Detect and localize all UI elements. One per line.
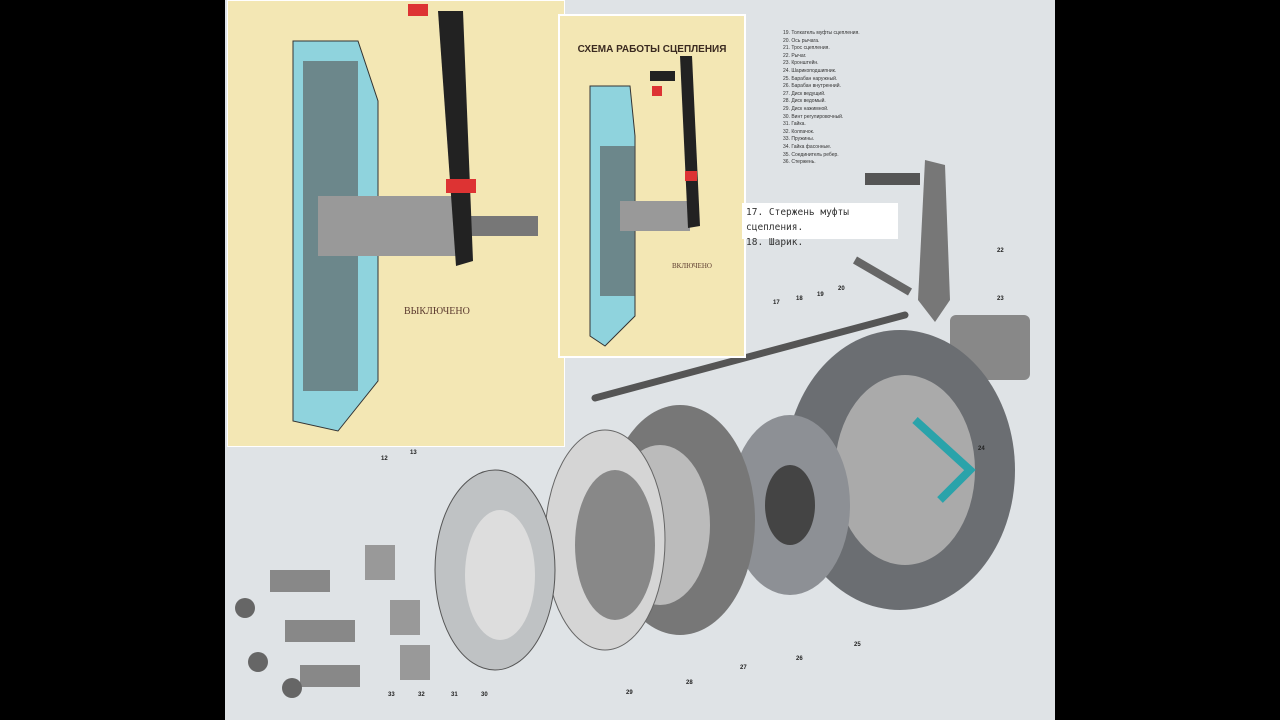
part-number: 29	[626, 690, 633, 696]
driven-disc	[544, 429, 666, 651]
legend-item: 28. Диск ведомый.	[783, 98, 826, 105]
parts-legend: 19. Толкатель муфты сцепления. 20. Ось р…	[783, 30, 860, 167]
part-number: 13	[410, 450, 417, 456]
part-number: 12	[381, 456, 388, 462]
part-number: 33	[388, 692, 395, 698]
legend-item: 22. Рычаг.	[783, 52, 807, 59]
legend-item: 23. Кронштейн.	[783, 60, 819, 67]
legend-item: 35. Соединитель ребер.	[783, 151, 839, 158]
inset-clutch-operation-diagram: СХЕМА РАБОТЫ СЦЕПЛЕНИЯ ВКЛЮЧЕНО	[558, 14, 746, 358]
part-number: 20	[838, 286, 845, 292]
legend-item: 19. Толкатель муфты сцепления.	[783, 30, 860, 36]
part-number: 26	[796, 656, 803, 662]
part-number: 27	[740, 665, 747, 671]
legend-item: 33. Пружины.	[783, 136, 815, 143]
part-number: 23	[997, 296, 1004, 302]
legend-item: 36. Стержень.	[783, 159, 816, 166]
legend-item: 21. Трос сцепления.	[783, 45, 830, 52]
springs-and-caps	[235, 545, 430, 698]
part-number: 17	[773, 300, 780, 306]
disengaged-caption: ВЫКЛЮЧЕНО	[404, 306, 470, 317]
legend-item: 29. Диск нажимной.	[783, 105, 829, 112]
inset-title: СХЕМА РАБОТЫ СЦЕПЛЕНИЯ	[577, 44, 727, 55]
legend-item: 31. Гайка.	[783, 121, 806, 128]
legend-item: 30. Винт регулировочный.	[783, 113, 844, 120]
part-number: 25	[854, 642, 861, 648]
lever	[852, 160, 950, 322]
callout-line: 17. Стержень муфты сцепления.	[746, 207, 849, 233]
part-number: 32	[418, 692, 425, 698]
legend-item: 24. Шарикоподшипник.	[783, 67, 837, 74]
push-rod	[591, 311, 909, 402]
part-number: 18	[796, 296, 803, 302]
legend-item: 26. Барабан внутренний.	[783, 83, 841, 90]
callout-line: 18. Шарик.	[746, 237, 804, 248]
inner-drum	[730, 415, 850, 595]
pressure-disc	[434, 469, 556, 671]
part-number: 24	[978, 446, 985, 452]
part-number: 19	[817, 292, 824, 298]
legend-item: 32. Колпачок.	[783, 128, 815, 135]
part-number: 28	[686, 680, 693, 686]
part-number: 22	[997, 248, 1004, 254]
part-number: 30	[481, 692, 488, 698]
callout-box: 17. Стержень муфты сцепления. 18. Шарик.	[742, 203, 898, 248]
part-number: 31	[451, 692, 458, 698]
legend-item: 27. Диск ведущий.	[783, 90, 826, 97]
legend-item: 34. Гайка фасонные.	[783, 143, 832, 150]
legend-item: 25. Барабан наружный.	[783, 75, 838, 82]
legend-item: 20. Ось рычага.	[783, 37, 820, 44]
engaged-caption: ВКЛЮЧЕНО	[672, 262, 712, 270]
inset-disengaged-diagram: ВЫКЛЮЧЕНО	[227, 0, 565, 447]
